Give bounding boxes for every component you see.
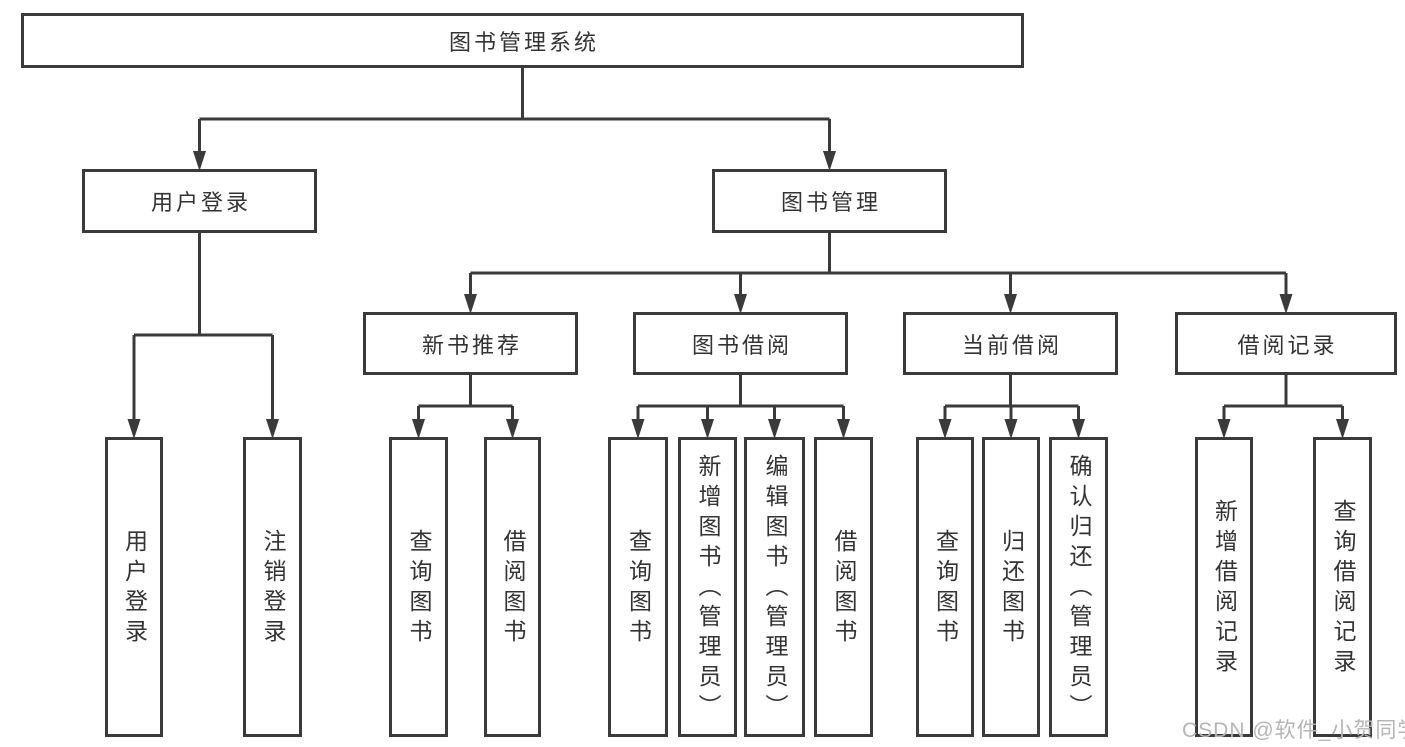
arrowhead-leaf-bw-query xyxy=(631,419,645,439)
node-label-leaf-rec-add: 新增借阅记录 xyxy=(1211,499,1238,679)
arrowhead-borrow-records xyxy=(1279,294,1293,314)
node-leaf-bw-edit: 编辑图书（管理员） xyxy=(744,437,805,737)
node-label-leaf-logout: 注销登录 xyxy=(260,529,286,649)
arrowhead-current-borrow xyxy=(1004,294,1017,314)
node-leaf-cur-query: 查询图书 xyxy=(916,437,974,737)
node-leaf-cur-confirm: 确认归还（管理员） xyxy=(1049,437,1108,737)
arrowhead-leaf-nb-query xyxy=(412,419,425,439)
node-label-current-borrow: 当前借阅 xyxy=(961,332,1062,358)
node-borrow-records: 借阅记录 xyxy=(1175,312,1397,375)
arrowhead-leaf-logout xyxy=(266,419,279,439)
node-label-new-books: 新书推荐 xyxy=(421,332,522,358)
node-label-leaf-bw-add: 新增图书（管理员） xyxy=(695,454,721,724)
node-label-leaf-cur-confirm: 确认归还（管理员） xyxy=(1066,454,1092,724)
node-label-leaf-nb-query: 查询图书 xyxy=(406,529,432,649)
node-label-root: 图书管理系统 xyxy=(448,29,599,55)
node-book-mgmt: 图书管理 xyxy=(712,169,947,233)
arrowhead-leaf-cur-confirm xyxy=(1072,419,1085,439)
arrowhead-leaf-user-login xyxy=(127,419,141,439)
node-leaf-rec-query: 查询借阅记录 xyxy=(1313,437,1372,737)
node-label-leaf-cur-return: 归还图书 xyxy=(998,529,1025,649)
node-leaf-bw-borrow: 借阅图书 xyxy=(814,437,873,737)
connector-lines xyxy=(132,68,1344,423)
arrowhead-leaf-nb-borrow xyxy=(506,419,519,439)
arrowhead-leaf-bw-borrow xyxy=(837,419,850,439)
watermark: CSDN @软件_小贺同学 xyxy=(1182,719,1405,742)
node-label-leaf-bw-query: 查询图书 xyxy=(625,529,652,649)
arrowhead-new-books xyxy=(464,294,477,314)
node-current-borrow: 当前借阅 xyxy=(903,312,1118,375)
node-label-leaf-bw-edit: 编辑图书（管理员） xyxy=(762,454,788,724)
node-label-book-mgmt: 图书管理 xyxy=(780,190,881,215)
node-label-leaf-cur-query: 查询图书 xyxy=(932,529,959,649)
node-leaf-nb-borrow: 借阅图书 xyxy=(484,437,541,737)
node-book-borrow: 图书借阅 xyxy=(633,312,848,375)
node-label-leaf-rec-query: 查询借阅记录 xyxy=(1330,499,1356,679)
arrowhead-book-borrow xyxy=(734,294,747,314)
node-label-user-login: 用户登录 xyxy=(150,190,251,215)
arrowhead-leaf-bw-add xyxy=(701,419,714,439)
node-user-login: 用户登录 xyxy=(82,169,317,233)
arrowhead-leaf-rec-query xyxy=(1336,419,1349,439)
node-label-leaf-nb-borrow: 借阅图书 xyxy=(500,529,526,649)
node-leaf-rec-add: 新增借阅记录 xyxy=(1195,437,1253,737)
node-leaf-logout: 注销登录 xyxy=(243,437,302,737)
arrowhead-leaf-bw-edit xyxy=(768,419,781,439)
node-label-leaf-user-login: 用户登录 xyxy=(121,529,148,649)
node-leaf-user-login: 用户登录 xyxy=(105,437,163,737)
arrowhead-user-login xyxy=(193,151,206,171)
node-leaf-bw-add: 新增图书（管理员） xyxy=(678,437,737,737)
node-label-leaf-bw-borrow: 借阅图书 xyxy=(831,529,857,649)
node-leaf-cur-return: 归还图书 xyxy=(982,437,1040,737)
node-new-books: 新书推荐 xyxy=(363,312,578,375)
arrowhead-leaf-cur-query xyxy=(938,419,952,439)
node-label-borrow-records: 借阅记录 xyxy=(1237,332,1338,358)
node-leaf-nb-query: 查询图书 xyxy=(389,437,448,737)
arrowhead-leaf-cur-return xyxy=(1004,419,1018,439)
node-label-book-borrow: 图书借阅 xyxy=(691,332,792,358)
node-root: 图书管理系统 xyxy=(21,13,1024,68)
arrowhead-book-mgmt xyxy=(823,151,836,171)
node-leaf-bw-query: 查询图书 xyxy=(608,437,668,737)
arrowhead-leaf-rec-add xyxy=(1217,419,1231,439)
